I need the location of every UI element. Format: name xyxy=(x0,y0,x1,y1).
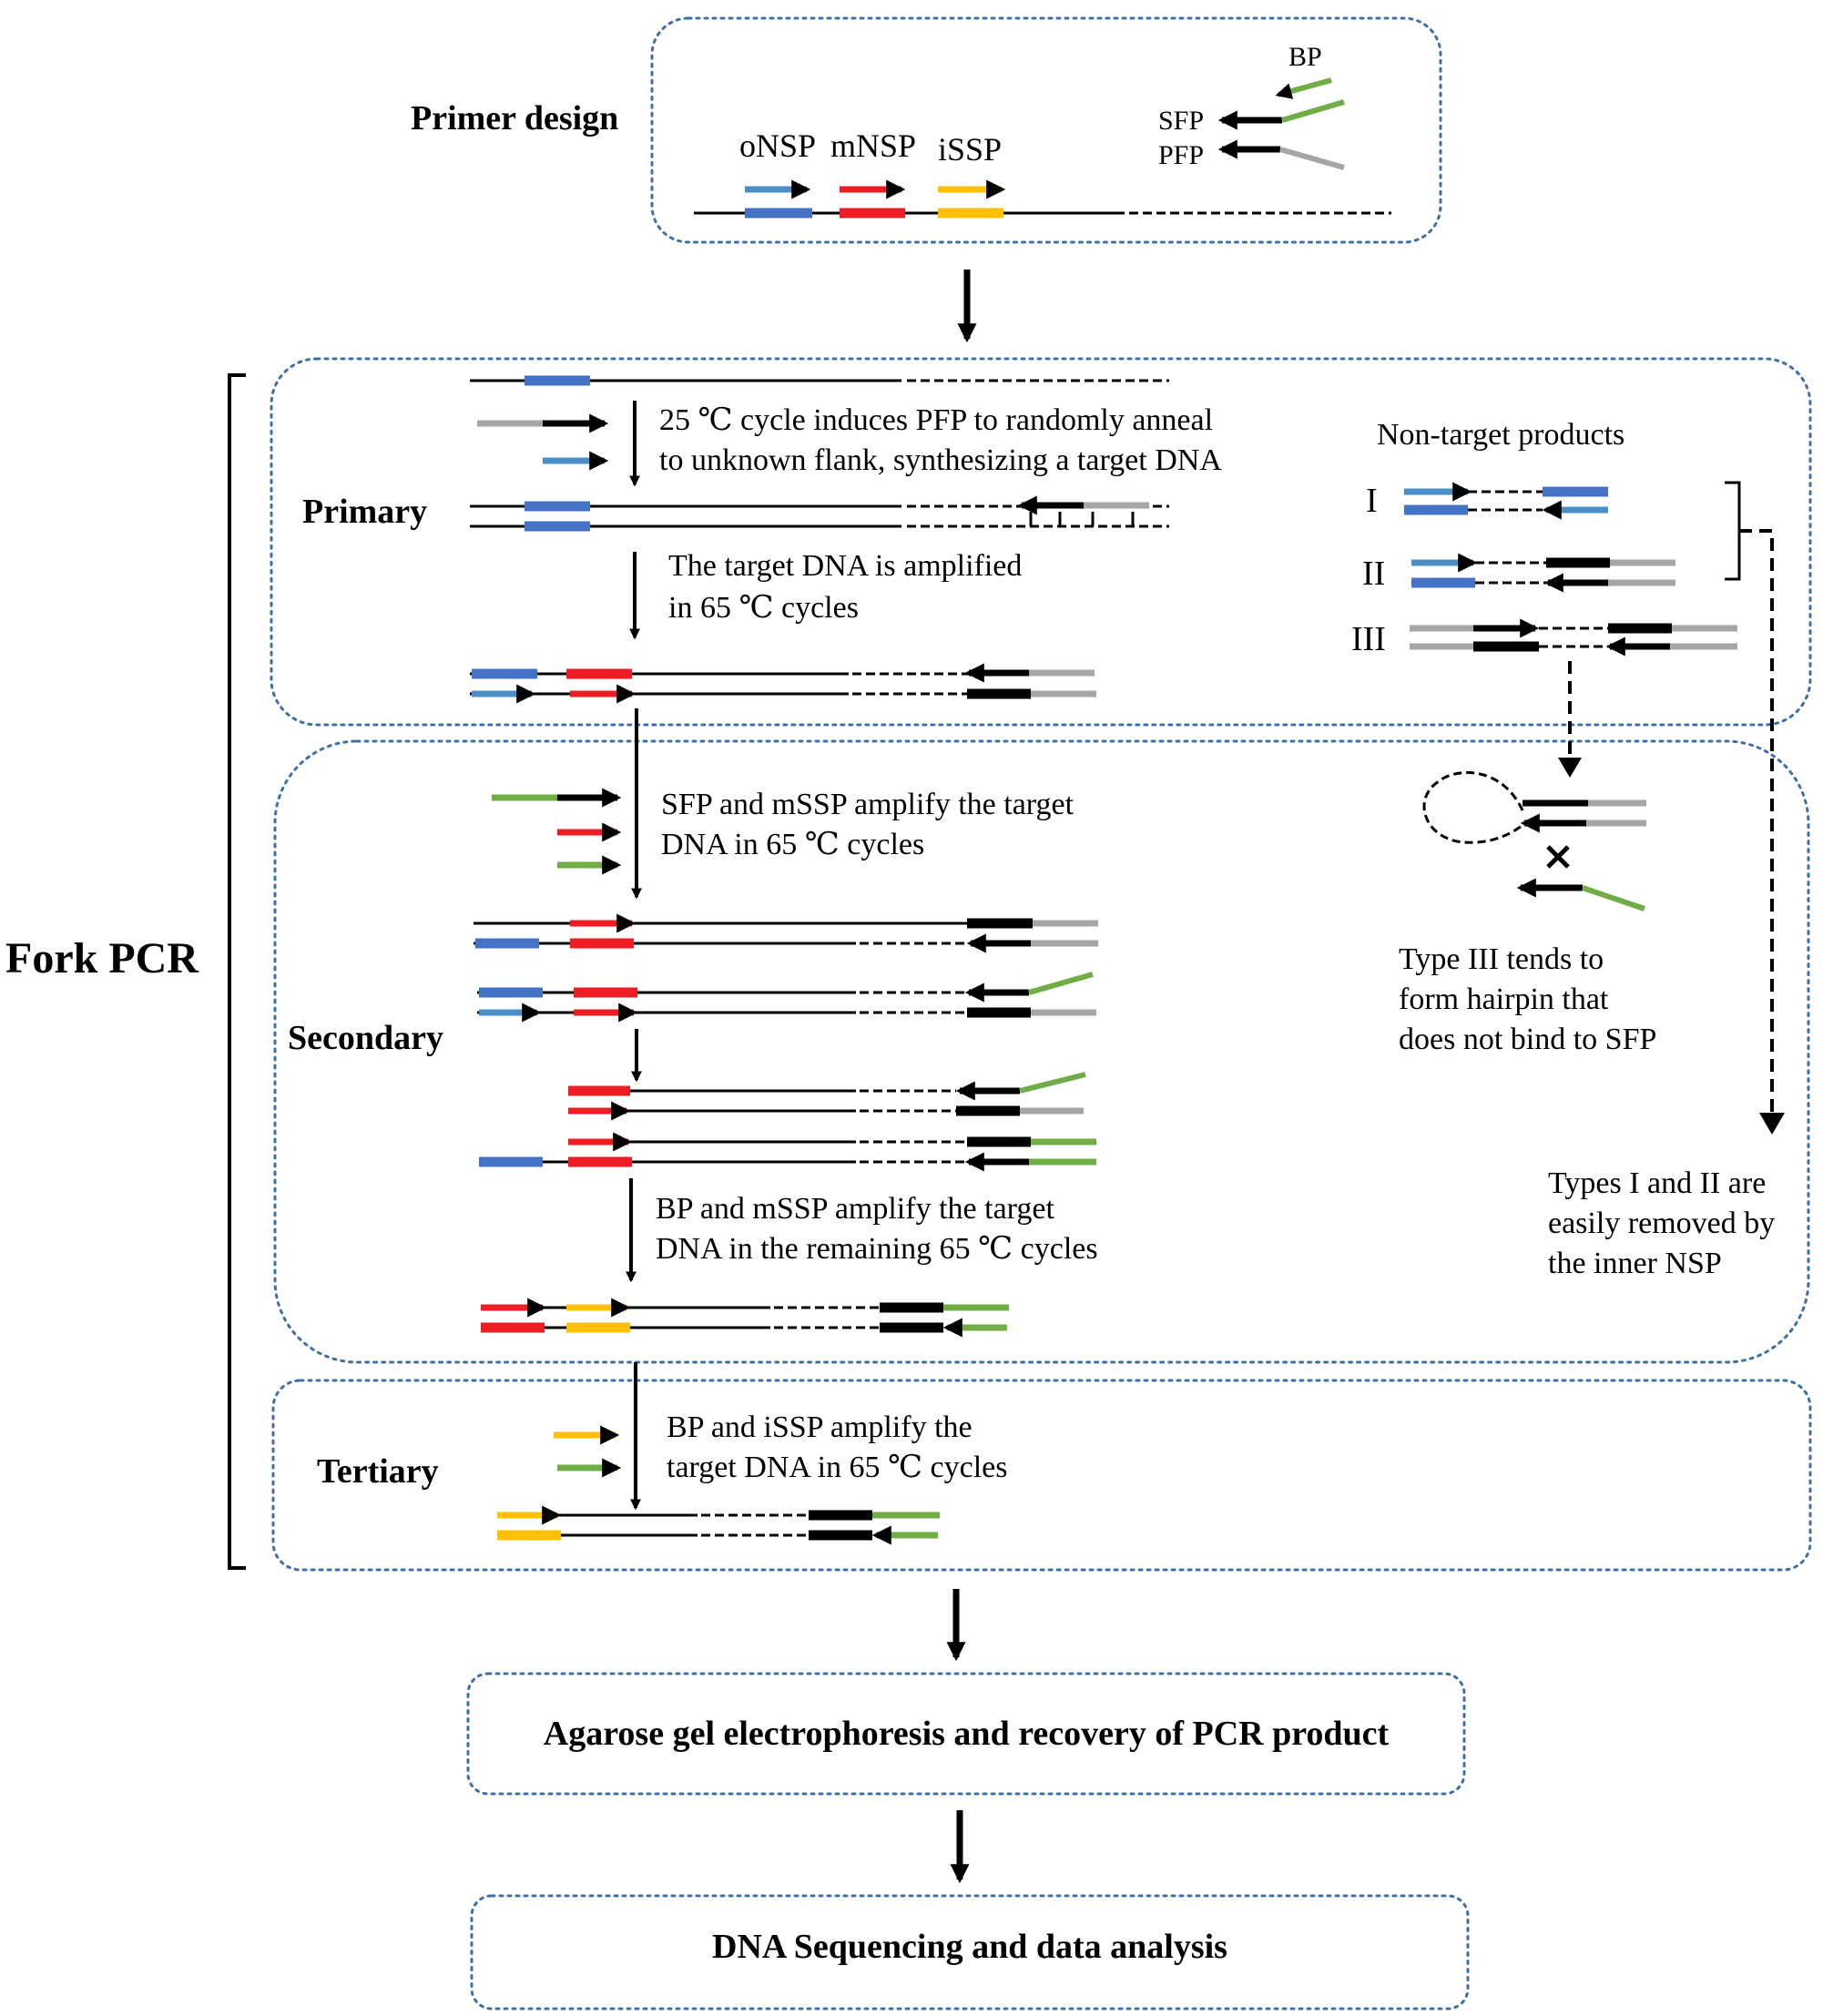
secondary-duplex-4 xyxy=(479,1132,1096,1172)
tertiary-title: Tertiary xyxy=(317,1452,439,1491)
primary-step1-text: 25 ℃ cycle induces PFP to randomly annea… xyxy=(659,403,1222,477)
removed-note: Types I and II are easily removed by the… xyxy=(1548,1166,1783,1280)
secondary-title: Secondary xyxy=(288,1019,443,1057)
non-target-title: Non-target products xyxy=(1377,418,1624,452)
secondary-step1-text: SFP and mSSP amplify the target DNA in 6… xyxy=(661,788,1082,861)
primary-annealed-duplex xyxy=(470,495,1169,532)
bp-label: BP xyxy=(1288,42,1322,72)
type-i-label: I xyxy=(1366,482,1378,520)
sequencing-label: DNA Sequencing and data analysis xyxy=(712,1928,1227,1966)
secondary-step2-text: BP and mSSP amplify the target DNA in th… xyxy=(656,1192,1098,1266)
types-i-ii-arrowhead xyxy=(1759,1113,1785,1135)
fork-pcr-bracket xyxy=(228,373,246,1570)
fork-primers-icon xyxy=(1217,77,1345,170)
mnsp-label: mNSP xyxy=(830,127,916,164)
pfp-label: PFP xyxy=(1158,140,1204,170)
tertiary-primers xyxy=(554,1425,622,1478)
primary-box xyxy=(270,357,1812,727)
onsp-label: oNSP xyxy=(739,127,816,164)
type-iii-product xyxy=(1410,618,1737,657)
primer-design-title: Primer design xyxy=(411,99,618,137)
type-ii-label: II xyxy=(1362,555,1385,593)
fork-pcr-label: Fork PCR xyxy=(5,934,199,983)
primary-step2-text: The target DNA is amplified in 65 ℃ cycl… xyxy=(668,549,1030,625)
tertiary-product-duplex xyxy=(497,1505,940,1545)
primary-product-duplex xyxy=(470,663,1096,704)
type-iii-arrowhead xyxy=(1558,758,1582,778)
primer-design-template xyxy=(694,179,1391,219)
type-i-product xyxy=(1404,482,1608,520)
secondary-duplex-1 xyxy=(474,913,1098,953)
sfp-label: SFP xyxy=(1158,106,1204,136)
sequencing-box xyxy=(470,1894,1470,2011)
hairpin-note: Type III tends to form hairpin that does… xyxy=(1399,942,1656,1056)
primary-title: Primary xyxy=(302,493,427,531)
secondary-primers xyxy=(492,788,622,875)
secondary-box xyxy=(273,739,1810,1364)
secondary-duplex-3 xyxy=(568,1072,1086,1121)
tertiary-box xyxy=(271,1379,1812,1572)
secondary-product-duplex xyxy=(481,1298,1009,1338)
types-i-ii-bracket xyxy=(1725,481,1741,581)
secondary-duplex-2 xyxy=(477,972,1096,1023)
types-i-ii-dashed-line xyxy=(1739,529,1774,1118)
primer-design-box xyxy=(650,16,1442,244)
gel-label: Agarose gel electrophoresis and recovery… xyxy=(544,1715,1390,1753)
sfp-primer-unbound xyxy=(1516,878,1645,911)
issp-label: iSSP xyxy=(938,131,1002,168)
blocked-cross-icon xyxy=(1546,845,1570,869)
type-iii-label: III xyxy=(1351,620,1386,658)
tertiary-step1-text: BP and iSSP amplify the target DNA in 65… xyxy=(667,1410,1008,1484)
gel-box xyxy=(466,1672,1466,1796)
primary-primers xyxy=(477,413,609,471)
hairpin-structure xyxy=(1422,771,1646,844)
type-ii-product xyxy=(1411,553,1675,593)
